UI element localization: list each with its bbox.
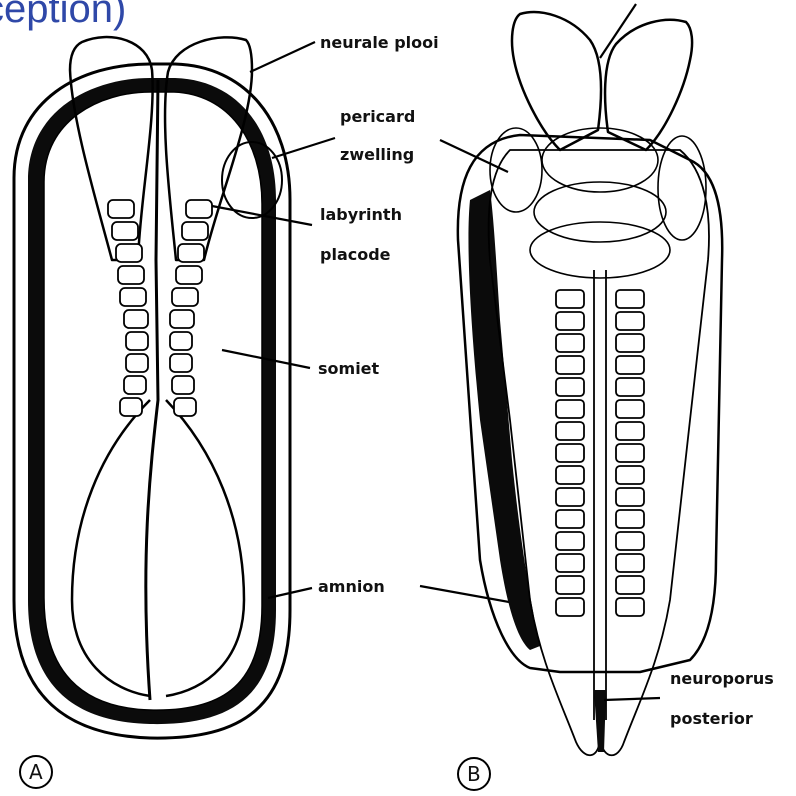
label-amnion: amnion bbox=[318, 577, 385, 596]
label-neuroporus: neuroporus bbox=[670, 669, 774, 688]
brain-vesicle-2-b bbox=[534, 182, 666, 242]
embryo-b bbox=[458, 12, 722, 755]
label-labyrinth: labyrinth bbox=[320, 205, 402, 224]
posterior-loop-right-a bbox=[166, 400, 244, 696]
somites-right-a bbox=[170, 200, 212, 416]
somites-right-b bbox=[616, 290, 644, 616]
leader-amnion-right bbox=[420, 586, 520, 604]
somites-left-a bbox=[108, 200, 148, 416]
head-lobe-right-b bbox=[605, 20, 692, 150]
title-fragment: ception) bbox=[0, 0, 126, 31]
neural-groove-a bbox=[146, 80, 158, 700]
body-a bbox=[44, 92, 262, 710]
panel-b-letter: B bbox=[467, 762, 481, 786]
label-posterior: posterior bbox=[670, 709, 753, 728]
embryo-a bbox=[14, 37, 290, 738]
label-neural-fold: neurale plooi bbox=[320, 33, 439, 52]
label-placode: placode bbox=[320, 245, 391, 264]
label-zwelling: zwelling bbox=[340, 145, 414, 164]
leader-neuroporus bbox=[604, 698, 660, 700]
leader-pericard-b bbox=[440, 140, 508, 172]
panel-a-letter: A bbox=[29, 760, 43, 784]
dark-band-a bbox=[28, 78, 276, 724]
leader-neural-fold bbox=[250, 42, 315, 72]
posterior-loop-left-a bbox=[72, 400, 150, 696]
label-somiet: somiet bbox=[318, 359, 380, 378]
label-pericard: pericard bbox=[340, 107, 415, 126]
amnion-outline-a bbox=[14, 64, 290, 738]
dark-band-b bbox=[468, 190, 540, 650]
somites-left-b bbox=[556, 290, 584, 616]
brain-vesicle-3-b bbox=[530, 222, 670, 278]
